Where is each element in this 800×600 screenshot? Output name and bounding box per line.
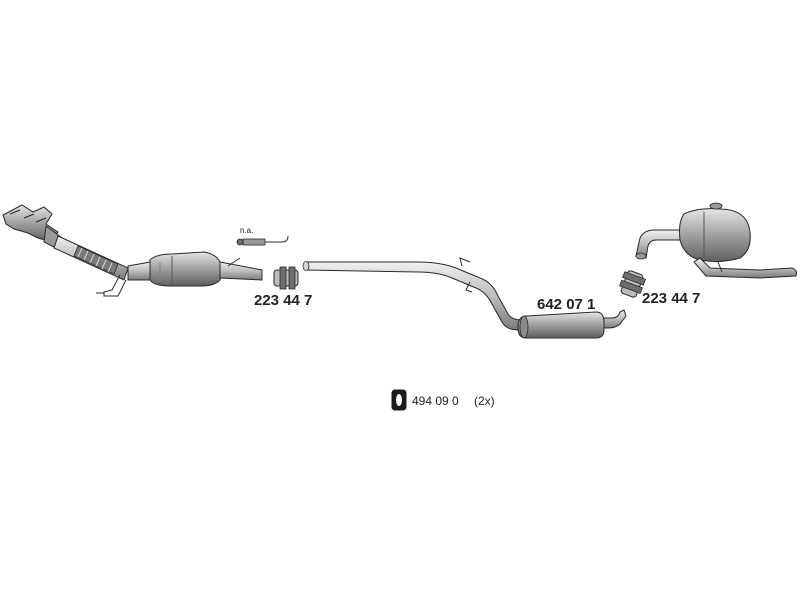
- middle-silencer: [517, 309, 627, 339]
- lambda-sensor: n.a.: [236, 226, 289, 246]
- catalytic-converter: [127, 251, 223, 287]
- intermediate-pipe: [302, 257, 537, 331]
- mounting-number: 494 09 0: [412, 394, 459, 408]
- rear-silencer: [635, 202, 797, 279]
- middle-silencer-label: 642 07 1: [537, 296, 595, 313]
- flex-pipe: [53, 235, 129, 281]
- rubber-mount: [391, 389, 407, 411]
- clamp-front-label: 223 44 7: [254, 292, 312, 309]
- sensor-note: n.a.: [240, 226, 253, 235]
- mounting-quantity: (2x): [474, 394, 495, 408]
- clamp-rear: [619, 270, 646, 298]
- front-pipe: [219, 257, 263, 281]
- clamp-front: [273, 266, 299, 290]
- exhaust-manifold: [2, 204, 63, 251]
- clamp-rear-label: 223 44 7: [642, 290, 700, 307]
- front-pipe-bracket: [96, 274, 127, 297]
